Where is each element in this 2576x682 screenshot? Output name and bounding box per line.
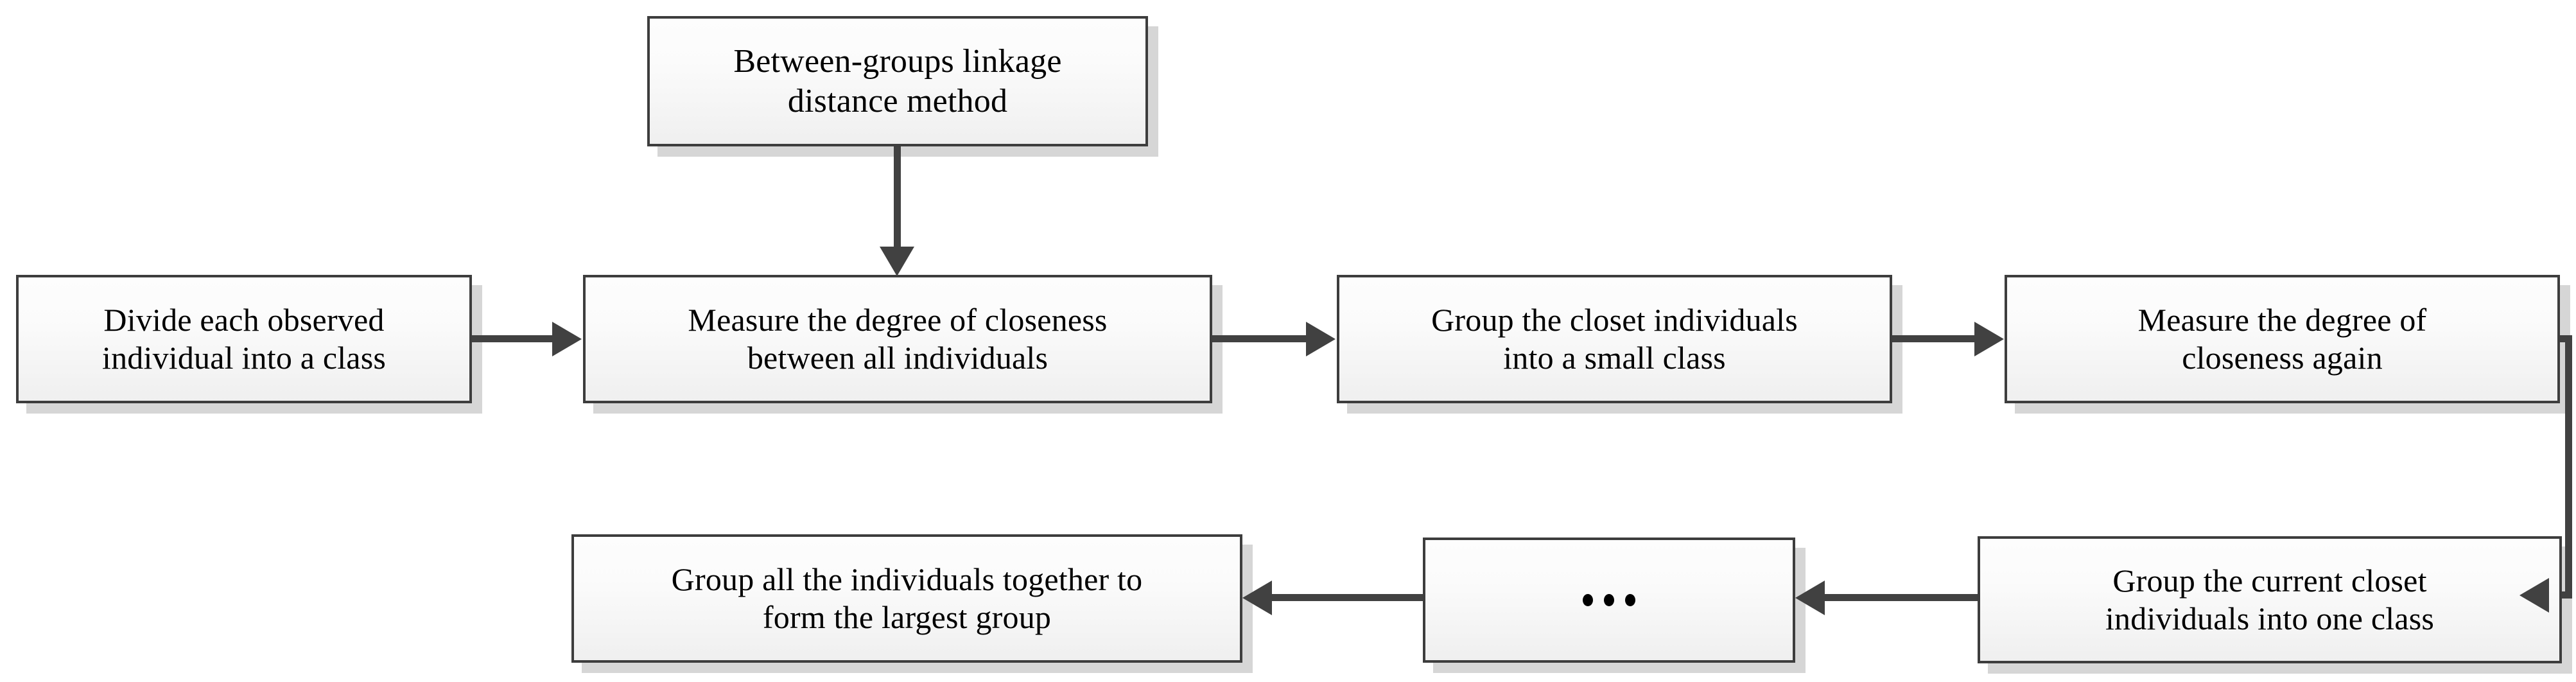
arrowhead-group-small-to-measure-again <box>1974 322 2004 356</box>
node-divide[interactable]: Divide each observed individual into a c… <box>16 275 472 403</box>
node-group-largest[interactable]: Group all the individuals together to fo… <box>571 534 1242 663</box>
ellipsis-dot-1 <box>1583 594 1593 606</box>
node-measure-again[interactable]: Measure the degree of closeness again <box>2005 275 2560 403</box>
connector-note-to-measure-all <box>894 146 901 249</box>
node-group-largest-label: Group all the individuals together to fo… <box>671 561 1143 635</box>
node-measure-again-label: Measure the degree of closeness again <box>2137 302 2427 376</box>
connector-wrap-right <box>2565 335 2572 599</box>
node-method-note[interactable]: Between-groups linkage distance method <box>647 16 1148 146</box>
arrowhead-wrap-to-group-one-class <box>2519 578 2549 613</box>
arrowhead-ellipsis-to-group-largest <box>1242 581 1272 615</box>
node-ellipsis-label <box>1583 594 1635 606</box>
node-measure-all[interactable]: Measure the degree of closeness between … <box>583 275 1212 403</box>
connector-measure-all-to-group-small <box>1212 335 1307 342</box>
node-group-small-label: Group the closet individuals into a smal… <box>1431 302 1798 376</box>
arrowhead-note-to-measure-all <box>880 247 914 276</box>
connector-group-one-class-to-ellipsis <box>1825 594 1978 601</box>
connector-divide-to-measure-all <box>472 335 554 342</box>
connector-ellipsis-to-group-largest <box>1272 594 1425 601</box>
arrowhead-group-one-class-to-ellipsis <box>1795 581 1825 615</box>
node-measure-all-label: Measure the degree of closeness between … <box>688 302 1108 376</box>
node-method-note-label: Between-groups linkage distance method <box>733 43 1062 119</box>
arrowhead-divide-to-measure-all <box>552 322 582 356</box>
node-group-one-class[interactable]: Group the current closet individuals int… <box>1978 536 2562 663</box>
node-ellipsis[interactable] <box>1423 538 1795 663</box>
node-group-small[interactable]: Group the closet individuals into a smal… <box>1337 275 1892 403</box>
node-group-one-class-label: Group the current closet individuals int… <box>2105 563 2435 636</box>
node-divide-label: Divide each observed individual into a c… <box>101 302 387 376</box>
arrowhead-measure-all-to-group-small <box>1306 322 1336 356</box>
ellipsis-dot-3 <box>1625 594 1635 606</box>
connector-group-small-to-measure-again <box>1892 335 1976 342</box>
ellipsis-dot-2 <box>1604 594 1614 606</box>
